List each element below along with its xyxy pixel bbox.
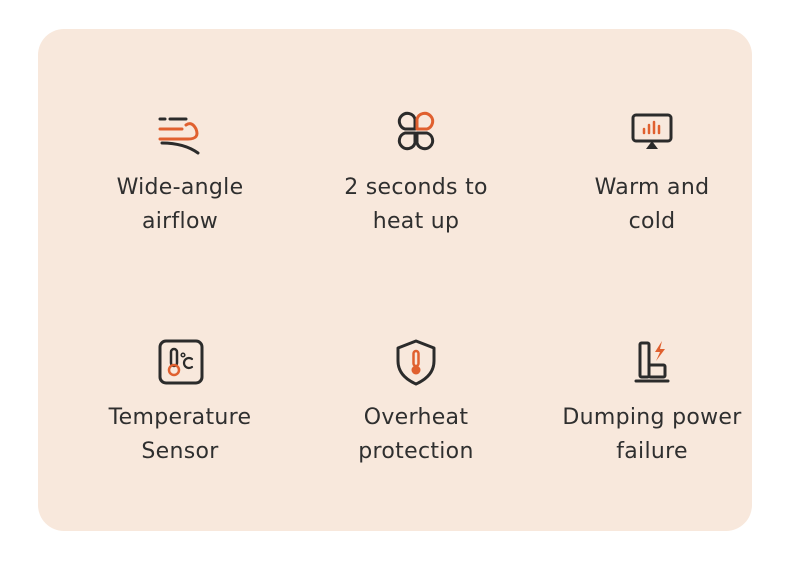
airflow-icon bbox=[158, 117, 200, 155]
feature-label: Wide-angle airflow bbox=[116, 175, 244, 234]
features-card: Wide-angle airflow 2 seconds to heat up … bbox=[38, 29, 752, 531]
feature-label: Temperature Sensor bbox=[108, 405, 252, 464]
shield-thermometer-icon bbox=[396, 339, 436, 386]
tip-over-power-off-icon bbox=[634, 341, 670, 383]
warm-cold-display-icon bbox=[631, 113, 673, 149]
feature-dumping-power-failure: Dumping power failure bbox=[532, 339, 772, 469]
fast-heat-icon bbox=[397, 111, 435, 151]
feature-wide-angle-airflow: Wide-angle airflow bbox=[60, 109, 300, 239]
feature-fast-heat: 2 seconds to heat up bbox=[296, 109, 536, 239]
thermometer-sensor-icon bbox=[158, 339, 204, 385]
feature-label: Warm and cold bbox=[594, 175, 710, 234]
feature-warm-and-cold: Warm and cold bbox=[532, 109, 772, 239]
feature-label: Overheat protection bbox=[358, 405, 474, 464]
feature-overheat-protection: Overheat protection bbox=[296, 339, 536, 469]
feature-label: 2 seconds to heat up bbox=[344, 175, 488, 234]
feature-label: Dumping power failure bbox=[562, 405, 742, 464]
feature-temperature-sensor: Temperature Sensor bbox=[60, 339, 300, 469]
